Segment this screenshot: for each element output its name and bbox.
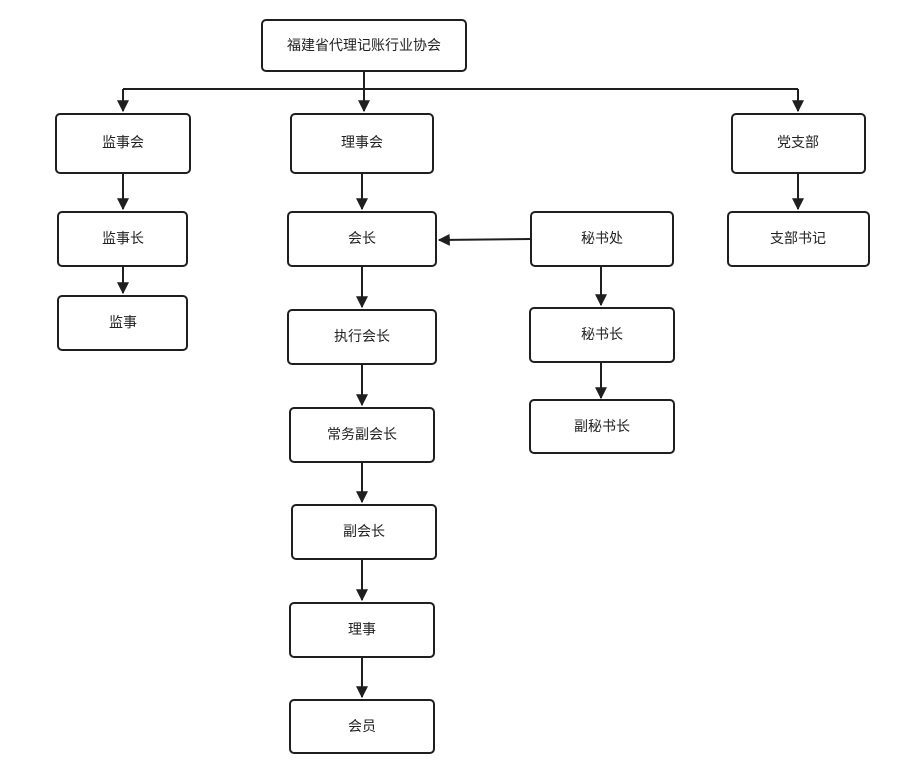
node-label-member: 会员 [348,719,376,735]
node-supervisor: 监事 [57,295,188,351]
node-label-supervisory-board: 监事会 [102,135,144,151]
node-label-branch-secretary: 支部书记 [770,231,826,247]
node-label-standing-vice-president: 常务副会长 [327,427,397,443]
node-party-branch: 党支部 [731,113,866,174]
node-label-supervisor: 监事 [109,315,137,331]
node-label-party-branch: 党支部 [777,135,819,151]
node-vice-president: 副会长 [291,504,437,560]
node-association: 福建省代理记账行业协会 [261,19,467,72]
node-label-secretary-general: 秘书长 [581,327,623,343]
node-secretary-general: 秘书长 [529,307,675,363]
node-president: 会长 [287,211,437,267]
node-supervisory-board: 监事会 [55,113,191,174]
node-secretariat: 秘书处 [530,211,674,267]
edge-secretariat-to-president [437,233,532,246]
node-executive-president: 执行会长 [287,309,437,365]
node-deputy-secretary-general: 副秘书长 [529,399,675,454]
node-label-executive-president: 执行会长 [334,329,390,345]
node-label-chief-supervisor: 监事长 [102,231,144,247]
node-label-association: 福建省代理记账行业协会 [287,38,441,54]
node-label-vice-president: 副会长 [343,524,385,540]
node-label-secretariat: 秘书处 [581,231,623,247]
node-label-council: 理事会 [341,135,383,151]
node-chief-supervisor: 监事长 [57,211,188,267]
node-member: 会员 [289,699,435,754]
node-standing-vice-president: 常务副会长 [289,407,435,463]
node-branch-secretary: 支部书记 [727,211,870,267]
node-label-deputy-secretary-general: 副秘书长 [574,419,630,435]
node-label-president: 会长 [348,231,376,247]
node-label-director: 理事 [348,622,376,638]
node-director: 理事 [289,602,435,658]
edges [117,71,804,699]
node-council: 理事会 [290,113,434,174]
